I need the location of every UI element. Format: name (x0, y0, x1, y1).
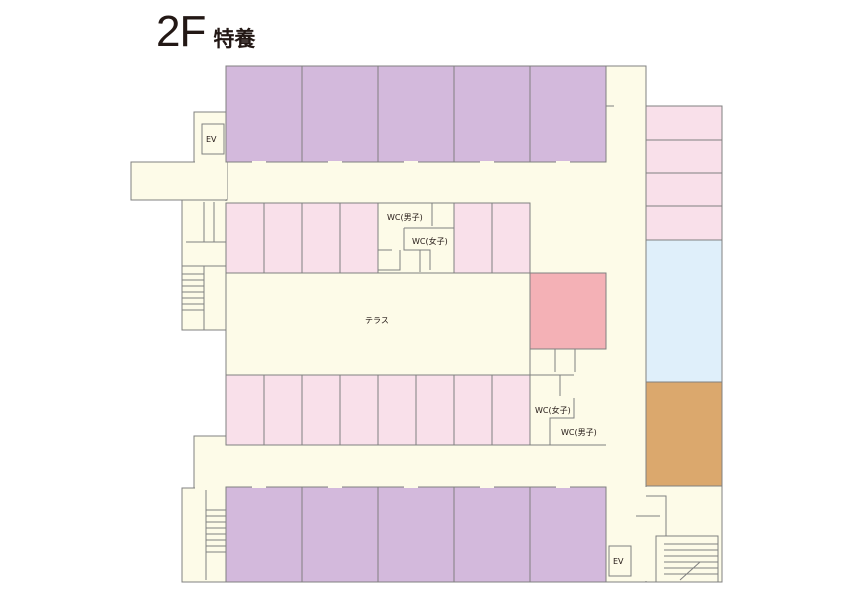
door-marks (252, 161, 570, 488)
room-top-3 (377, 65, 455, 163)
stairs-right-lower (646, 495, 719, 583)
room-blue (645, 239, 723, 383)
room-bottom-5 (529, 486, 607, 583)
room-bottom-3 (377, 486, 455, 583)
rooms-right (645, 105, 723, 241)
room-top-2 (301, 65, 379, 163)
ev-lower (608, 545, 632, 577)
wall-stubs (186, 105, 660, 517)
wc-female-lower-label: WC(女子) (535, 405, 571, 415)
room-bottom-4 (453, 486, 531, 583)
room-top-4 (453, 65, 531, 163)
ev-upper-label: EV (206, 135, 217, 144)
floor-subtitle: 特養 (213, 27, 256, 51)
rooms-bottom (225, 486, 607, 583)
wc-upper (377, 202, 454, 272)
rooms-inner-lower (225, 374, 531, 446)
floor-title: 2F 特養 (156, 10, 255, 66)
stairs-left-upper (181, 265, 227, 331)
ev-upper (201, 123, 225, 155)
room-rose (529, 272, 607, 350)
stairs-left-lower (205, 490, 226, 580)
room-bottom-2 (301, 486, 379, 583)
wc-female-upper-label: WC(女子) (412, 236, 448, 246)
wc-lower (530, 348, 606, 446)
ev-lower-label: EV (613, 557, 624, 566)
terrace-label: テラス (365, 316, 389, 325)
floor-number: 2F (156, 7, 206, 56)
rooms-top (225, 65, 607, 163)
rooms-inner-upper (225, 202, 531, 274)
wc-male-lower-label: WC(男子) (561, 428, 597, 437)
room-bottom-1 (225, 486, 303, 583)
room-top-1 (225, 65, 303, 163)
room-orange (645, 381, 723, 487)
wc-male-upper-label: WC(男子) (387, 213, 423, 222)
room-top-5 (529, 65, 607, 163)
